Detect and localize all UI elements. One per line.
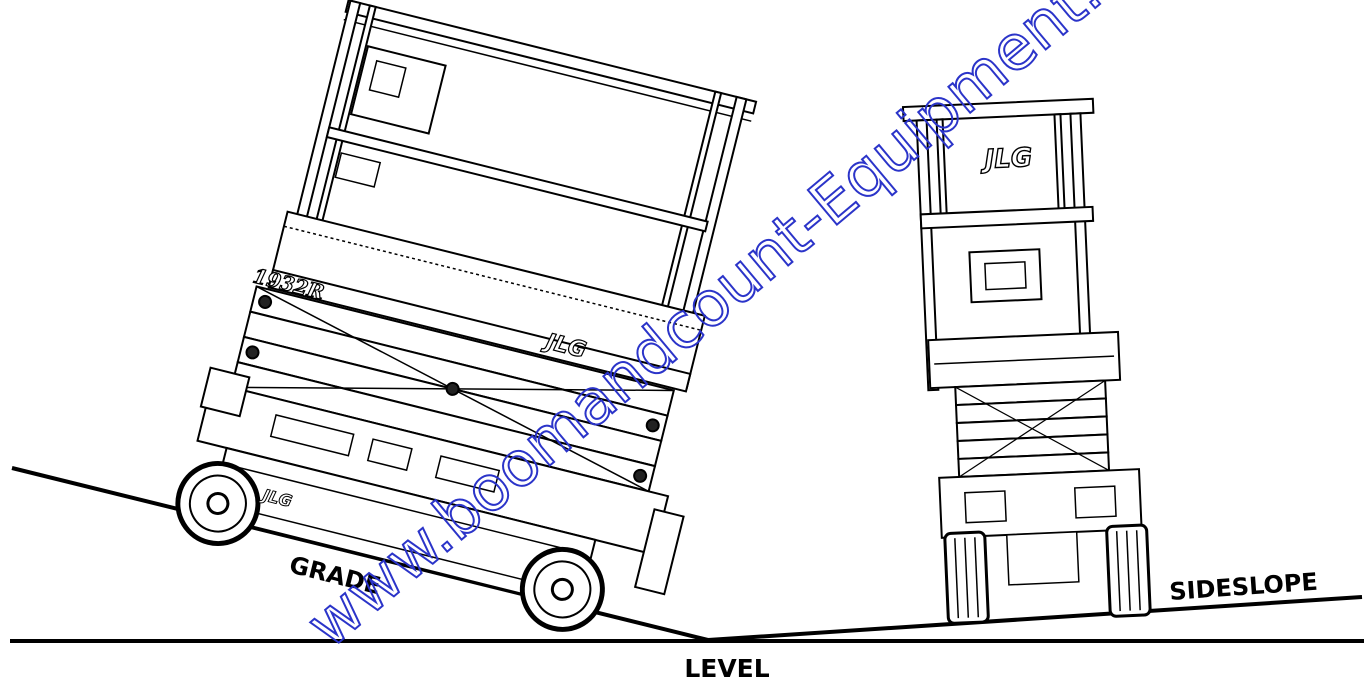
sideslope-line: [707, 595, 1363, 642]
scissor-lift-side-view: [175, 0, 758, 632]
level-label: LEVEL: [684, 654, 769, 683]
rear-wheel: [175, 461, 261, 547]
front-wheel: [519, 546, 605, 632]
scissor-lift-end-view: [901, 97, 1152, 625]
left-tire: [943, 530, 990, 625]
brand-badge-front: JLG: [979, 143, 1033, 175]
right-tire: [1105, 523, 1152, 618]
